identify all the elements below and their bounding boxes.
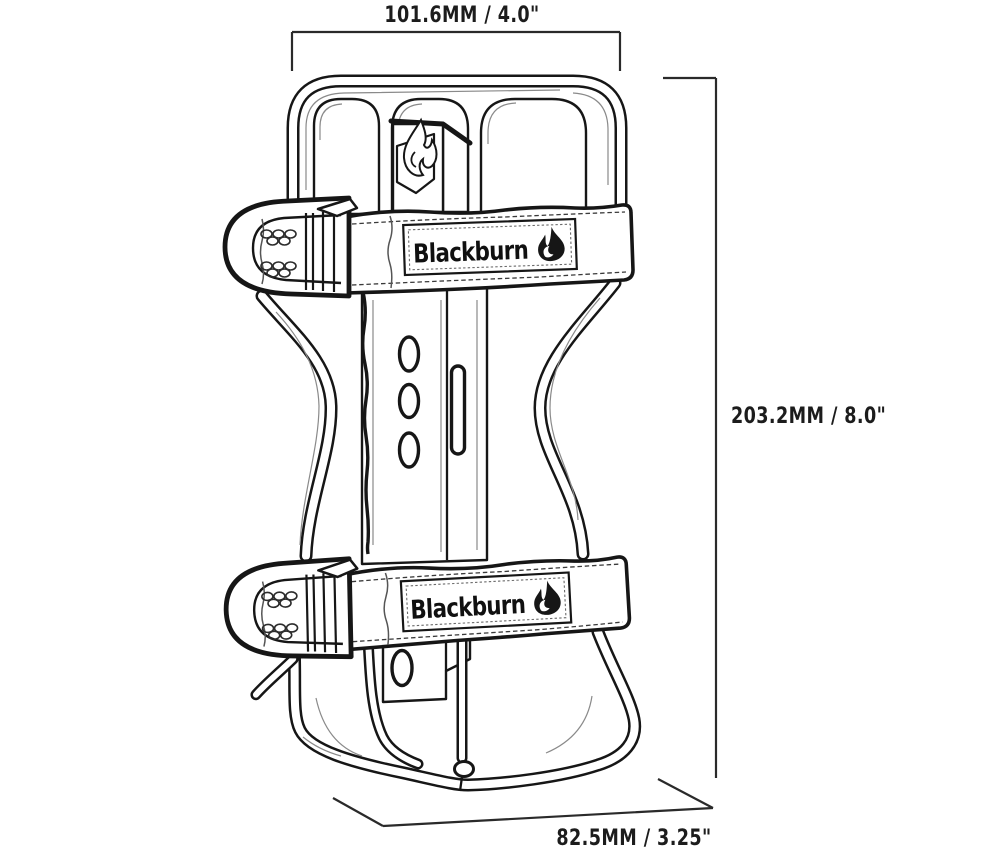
- stitch-detail: [260, 261, 297, 278]
- tube-junction: [453, 760, 475, 778]
- strap-logo-text: Blackburn: [410, 589, 526, 626]
- strap-tip: [317, 558, 359, 579]
- dimension-height: 203.2MM / 8.0": [663, 76, 886, 778]
- lower-inner-tubes: [362, 628, 475, 792]
- strap-buckle: [222, 195, 359, 299]
- mount-slot: [397, 382, 421, 420]
- flame-outline-icon: [402, 117, 438, 177]
- arch-opening: [479, 97, 588, 216]
- strap-label-patch: Blackburn: [399, 571, 573, 633]
- mount-slot: [397, 335, 421, 373]
- bottom-mount-plate: [381, 631, 472, 704]
- dimension-depth: 82.5MM / 3.25": [332, 778, 714, 851]
- depth-extent-line: [332, 778, 714, 828]
- dimension-width: 101.6MM / 4.0": [290, 2, 622, 71]
- cargo-cage-illustration: Blackburn: [222, 74, 642, 792]
- shield-outline: [395, 132, 436, 195]
- arch-opening: [312, 97, 381, 216]
- width-dimension-label: 101.6MM / 4.0": [384, 2, 539, 27]
- blackburn-flame-icon: [534, 580, 561, 615]
- strap-label-patch: Blackburn: [402, 217, 578, 277]
- lower-strap: Blackburn: [223, 555, 632, 701]
- stitch-detail: [261, 591, 298, 609]
- headbadge: [388, 117, 473, 214]
- height-extent-line: [663, 76, 718, 778]
- blackburn-flame-icon: [538, 226, 565, 262]
- stitch-detail: [261, 623, 299, 641]
- strap-buckle: [223, 556, 359, 660]
- mount-slot: [390, 648, 414, 688]
- mount-slot: [397, 431, 421, 469]
- side-tubes: [255, 276, 622, 563]
- width-extent-bracket: [290, 30, 622, 71]
- adjust-slot: [449, 364, 467, 456]
- upper-strap: Blackburn: [222, 195, 635, 299]
- strap-tip: [316, 197, 359, 218]
- height-dimension-label: 203.2MM / 8.0": [731, 403, 886, 428]
- stitch-detail: [260, 229, 297, 246]
- cage-base-hoop: [287, 625, 642, 792]
- center-back-plate: [360, 284, 489, 566]
- depth-dimension-label: 82.5MM / 3.25": [556, 825, 711, 850]
- strap-logo-text: Blackburn: [413, 235, 529, 270]
